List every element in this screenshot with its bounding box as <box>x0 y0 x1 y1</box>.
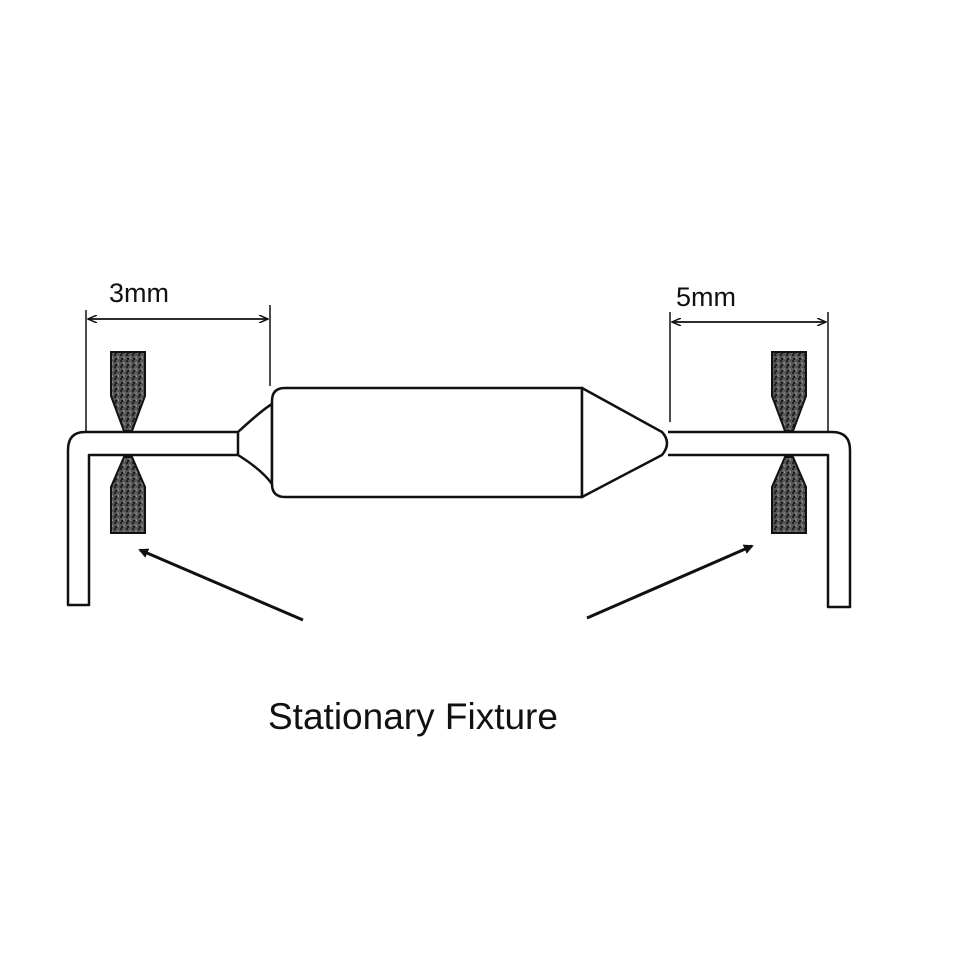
left-clamp <box>110 351 146 534</box>
component-body <box>236 386 669 499</box>
right-lead <box>668 430 852 609</box>
left-lead <box>66 430 238 607</box>
left-dimension-label: 3mm <box>109 278 169 308</box>
left-pointer-arrow <box>138 548 304 622</box>
caption: Stationary Fixture <box>268 696 558 737</box>
right-dimension-label: 5mm <box>676 282 736 312</box>
right-pointer-arrow <box>586 544 754 620</box>
left-dimension: 3mm <box>85 278 271 432</box>
right-dimension: 5mm <box>669 282 829 432</box>
right-clamp <box>771 351 807 534</box>
